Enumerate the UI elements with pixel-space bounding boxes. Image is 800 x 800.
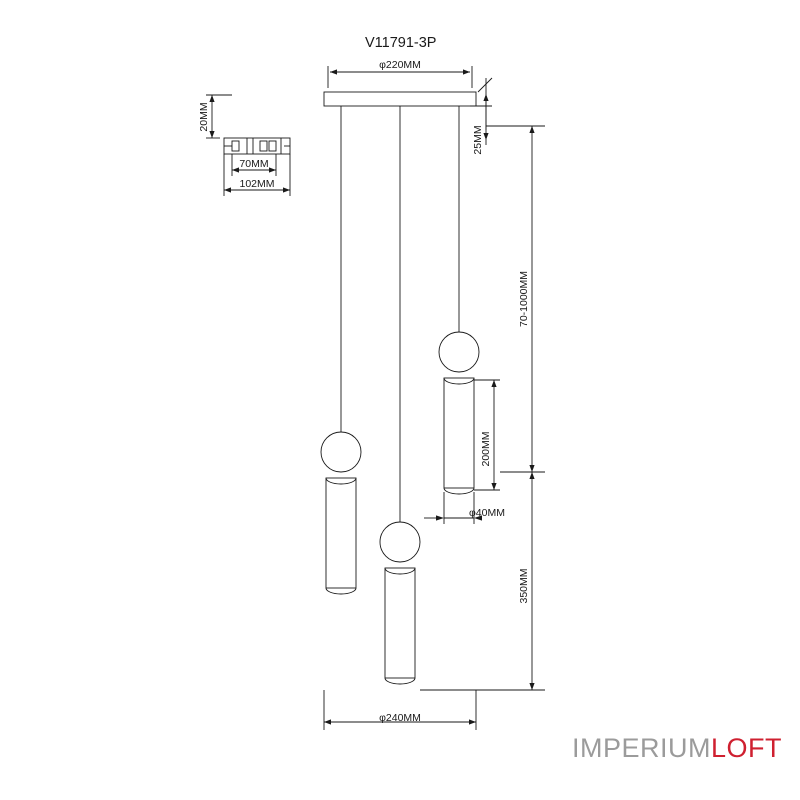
shade-left-top-ellipse — [325, 477, 357, 485]
bracket-slot-mid — [259, 140, 268, 152]
arrow-left-102 — [224, 187, 231, 193]
label-bracket-overall: 102MM — [239, 178, 274, 190]
arrow-up-shade-length — [491, 380, 497, 387]
arrow-right-102 — [283, 187, 290, 193]
globe-left — [320, 431, 362, 473]
arrow-down-canopy-thickness — [483, 133, 489, 140]
globe-right — [438, 331, 480, 373]
shade-left-bottom-ellipse — [325, 587, 357, 595]
label-shade-length: 200MM — [480, 431, 492, 466]
watermark-loft-text: LOFT — [710, 733, 782, 763]
arrow-up-drop-range — [529, 126, 535, 133]
label-lower-span: 350MM — [518, 568, 530, 603]
arrow-up-lower-span — [529, 472, 535, 479]
arrow-down-drop-range — [529, 465, 535, 472]
arrow-right-shade-diameter — [474, 515, 482, 521]
label-bracket-height: 20MM — [198, 102, 210, 131]
shade-right-top-ellipse — [443, 377, 475, 385]
arrow-left-shade-diameter — [436, 515, 444, 521]
canopy-plate — [323, 91, 477, 107]
arrow-down-shade-length — [491, 483, 497, 490]
leader-canopy-thickness — [477, 77, 493, 93]
shade-center-top-ellipse — [384, 567, 416, 575]
arrow-left-spread — [324, 719, 331, 725]
label-canopy-diameter: φ220MM — [379, 59, 421, 71]
shade-right-bottom-ellipse — [443, 487, 475, 495]
bracket-slot-mid2 — [268, 140, 277, 152]
watermark-imperiumloft: IMPERIUMLOFT — [572, 733, 782, 764]
arrow-down-lower-span — [529, 683, 535, 690]
label-shade-diameter: φ40MM — [469, 507, 505, 519]
label-canopy-thickness: 25MM — [472, 125, 484, 154]
label-spread-diameter: φ240MM — [379, 712, 421, 724]
arrow-up-canopy-thickness — [483, 94, 489, 101]
shade-right — [443, 377, 475, 489]
watermark-imperium-text: IMPERIUM — [571, 733, 711, 763]
arrow-up-bracket-height — [209, 95, 215, 102]
shade-center — [384, 567, 416, 679]
globe-center — [379, 521, 421, 563]
arrow-right-canopy-diameter — [463, 69, 470, 75]
shade-left — [325, 477, 357, 589]
arrow-left-canopy-diameter — [330, 69, 337, 75]
bracket-body — [223, 137, 291, 155]
drawing-title: V11791-3P — [365, 35, 436, 51]
label-drop-range: 70-1000MM — [518, 271, 530, 327]
arrow-right-spread — [469, 719, 476, 725]
arrow-down-bracket-height — [209, 131, 215, 138]
bracket-slot-left — [231, 140, 240, 152]
label-bracket-width: 70MM — [239, 158, 268, 170]
arrow-right-70 — [269, 167, 276, 173]
shade-center-bottom-ellipse — [384, 677, 416, 685]
arrow-left-70 — [232, 167, 239, 173]
